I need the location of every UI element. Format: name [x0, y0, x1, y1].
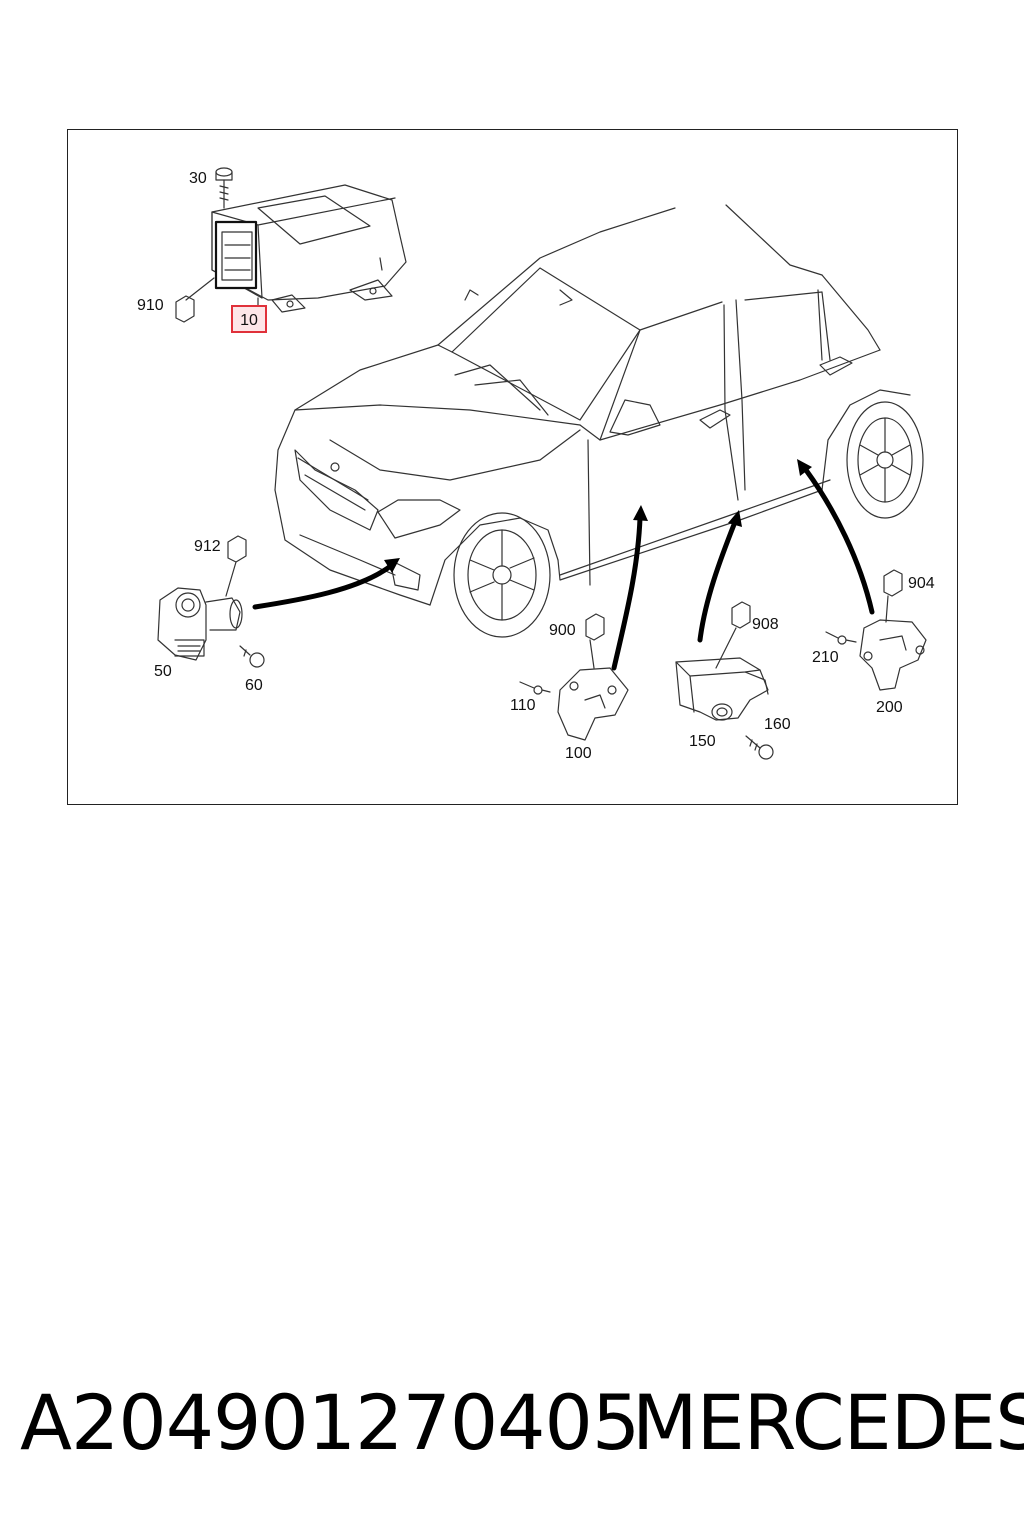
connector-900 — [585, 613, 605, 641]
callout-100: 100 — [565, 745, 592, 762]
callout-160: 160 — [764, 716, 791, 733]
airbag-control-unit — [211, 184, 407, 313]
callout-910: 910 — [137, 297, 164, 314]
callout-900: 900 — [549, 622, 576, 639]
callout-50: 50 — [154, 663, 172, 680]
callout-912: 912 — [194, 538, 221, 555]
callout-30: 30 — [189, 170, 207, 187]
arrow-bpillar-sensor — [697, 519, 738, 643]
callout-210: 210 — [812, 649, 839, 666]
side-sensor-150 — [675, 627, 769, 721]
bolt-60 — [239, 645, 265, 668]
arrow-front-sensor — [252, 562, 395, 610]
location-arrows — [252, 467, 875, 671]
callout-200: 200 — [876, 699, 903, 716]
callout-110: 110 — [510, 697, 536, 714]
bolt-30 — [215, 167, 233, 209]
screw-210 — [825, 631, 857, 645]
arrow-heads — [384, 459, 812, 573]
arrow-door-sensor — [611, 515, 643, 671]
vehicle-outline — [274, 204, 924, 638]
arrow-rear-sensor — [803, 467, 875, 615]
callout-10: 10 — [240, 312, 258, 329]
part-number: A204901270405 — [20, 1378, 640, 1467]
product-caption: A204901270405 MERCEDES — [0, 1378, 1024, 1468]
connector-910 — [175, 277, 215, 323]
callout-60: 60 — [245, 677, 263, 694]
callout-908: 908 — [752, 616, 779, 633]
screw-110 — [519, 681, 551, 695]
side-sensor-200 — [859, 595, 927, 691]
screw-160 — [745, 735, 774, 760]
callout-904: 904 — [908, 575, 935, 592]
brand-name: MERCEDES — [632, 1378, 1024, 1467]
connector-912 — [225, 535, 247, 597]
callout-150: 150 — [689, 733, 716, 750]
callout-10-highlight[interactable]: 10 — [231, 305, 267, 333]
connector-908 — [731, 601, 751, 629]
connector-904 — [883, 569, 903, 597]
side-sensor-100 — [557, 639, 629, 741]
diagram-frame — [67, 129, 958, 805]
front-impact-sensor — [157, 587, 243, 661]
